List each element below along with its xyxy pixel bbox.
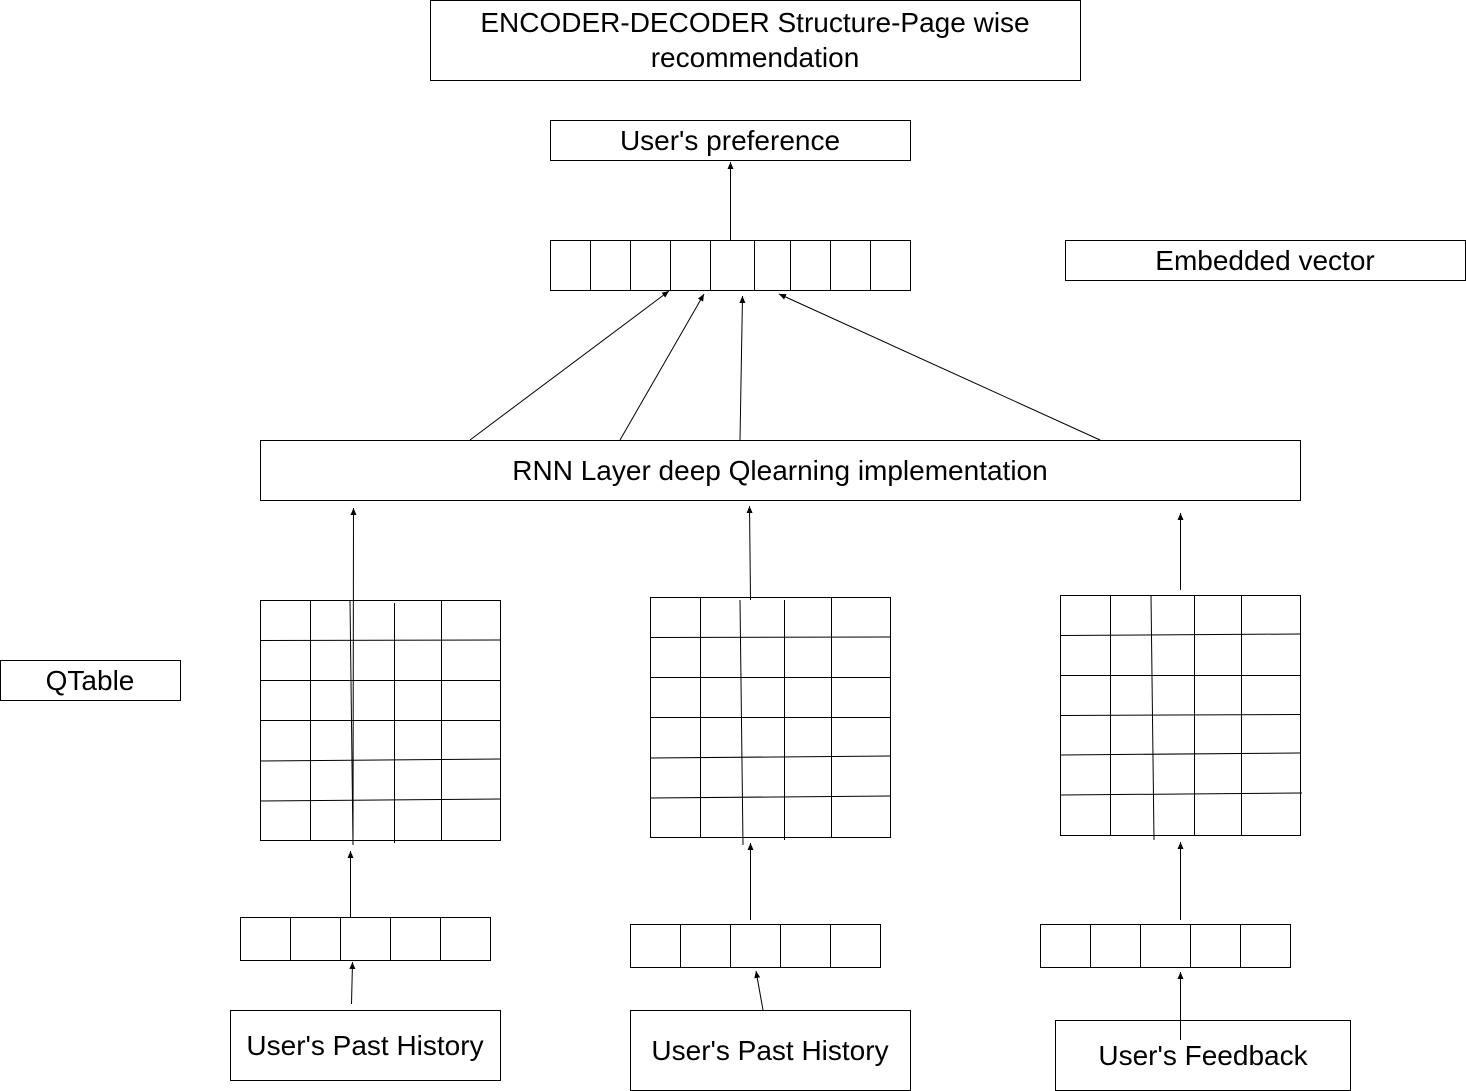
title-box: ENCODER-DECODER Structure-Page wise reco… bbox=[430, 0, 1081, 81]
embedded-vector-box: Embedded vector bbox=[1065, 240, 1466, 281]
input-vector-1 bbox=[240, 917, 491, 961]
qtable-grid-1 bbox=[260, 600, 501, 843]
arrow-qtable-2-to-rnn bbox=[746, 505, 753, 601]
input-box-1: User's Past History bbox=[230, 1010, 501, 1081]
arrow-qtable-1-path bbox=[349, 599, 354, 846]
arrow-qtable-3-path bbox=[1150, 594, 1155, 841]
arrow-input-2-to-vector bbox=[754, 970, 764, 1011]
user-preference-box: User's preference bbox=[550, 120, 911, 161]
title-line-1: ENCODER-DECODER Structure-Page wise bbox=[480, 7, 1029, 38]
input-vector-2 bbox=[630, 924, 881, 968]
arrow-rnn-to-vector-1 bbox=[469, 290, 670, 441]
arrow-qtable-1-to-rnn bbox=[350, 507, 357, 846]
qtable-label-box: QTable bbox=[0, 660, 181, 701]
input-2-label: User's Past History bbox=[651, 1035, 888, 1066]
arrow-rnn-to-vector-2 bbox=[619, 293, 705, 441]
qtable-grid-2 bbox=[650, 597, 891, 840]
arrow-qtable-2-path bbox=[739, 599, 744, 846]
arrow-rnn-to-vector-3 bbox=[739, 295, 746, 441]
title-line-2: recommendation bbox=[651, 42, 860, 73]
input-box-2: User's Past History bbox=[630, 1010, 911, 1091]
embedded-vector bbox=[550, 240, 911, 291]
input-3-label: User's Feedback bbox=[1098, 1040, 1308, 1071]
qtable-label: QTable bbox=[46, 665, 135, 696]
input-box-3: User's Feedback bbox=[1055, 1020, 1351, 1091]
input-1-label: User's Past History bbox=[246, 1030, 483, 1061]
rnn-layer-box: RNN Layer deep Qlearning implementation bbox=[260, 440, 1301, 501]
embedded-vector-label: Embedded vector bbox=[1155, 245, 1374, 276]
qtable-grid-3 bbox=[1060, 595, 1303, 836]
user-preference-label: User's preference bbox=[620, 125, 840, 156]
arrow-input-1-to-vector bbox=[349, 961, 356, 1005]
arrow-rnn-to-vector-4 bbox=[778, 293, 1101, 441]
rnn-layer-label: RNN Layer deep Qlearning implementation bbox=[512, 455, 1047, 486]
input-vector-3 bbox=[1040, 924, 1291, 968]
